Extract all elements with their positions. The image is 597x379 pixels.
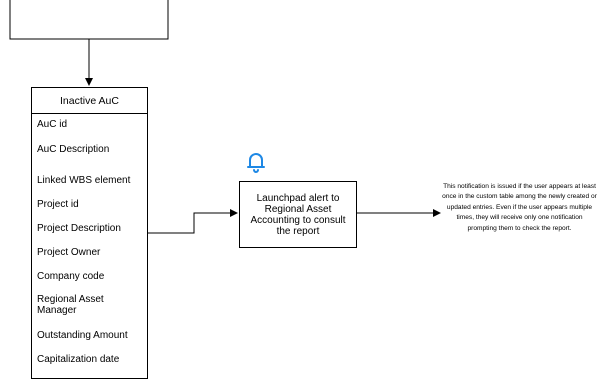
entity-attribute-outstanding-amount: Outstanding Amount	[37, 330, 128, 341]
entity-attribute-regional-asset-manager: Regional Asset Manager	[37, 294, 104, 316]
notification-note: This notification is issued if the user …	[442, 183, 597, 232]
entity-attribute-capitalization-date: Capitalization date	[37, 354, 120, 365]
inactive-auc-entity: Inactive AuC AuC id AuC Description Link…	[31, 87, 148, 379]
entity-attribute-auc-description: AuC Description	[37, 144, 110, 155]
connector-entity-to-alert	[148, 209, 238, 234]
entity-title: Inactive AuC	[32, 88, 147, 114]
upper-container-edge	[9, 0, 169, 40]
entity-attribute-project-description: Project Description	[37, 223, 121, 234]
bell-icon	[247, 153, 265, 173]
launchpad-alert-label: Launchpad alert to Regional Asset Accoun…	[250, 192, 346, 237]
entity-attribute-company-code: Company code	[37, 271, 105, 282]
entity-attribute-project-id: Project id	[37, 199, 79, 210]
entity-attribute-linked-wbs-element: Linked WBS element	[37, 175, 131, 186]
entity-attribute-auc-id: AuC id	[37, 119, 68, 130]
entity-attribute-project-owner: Project Owner	[37, 247, 101, 258]
launchpad-alert-node: Launchpad alert to Regional Asset Accoun…	[239, 181, 357, 248]
